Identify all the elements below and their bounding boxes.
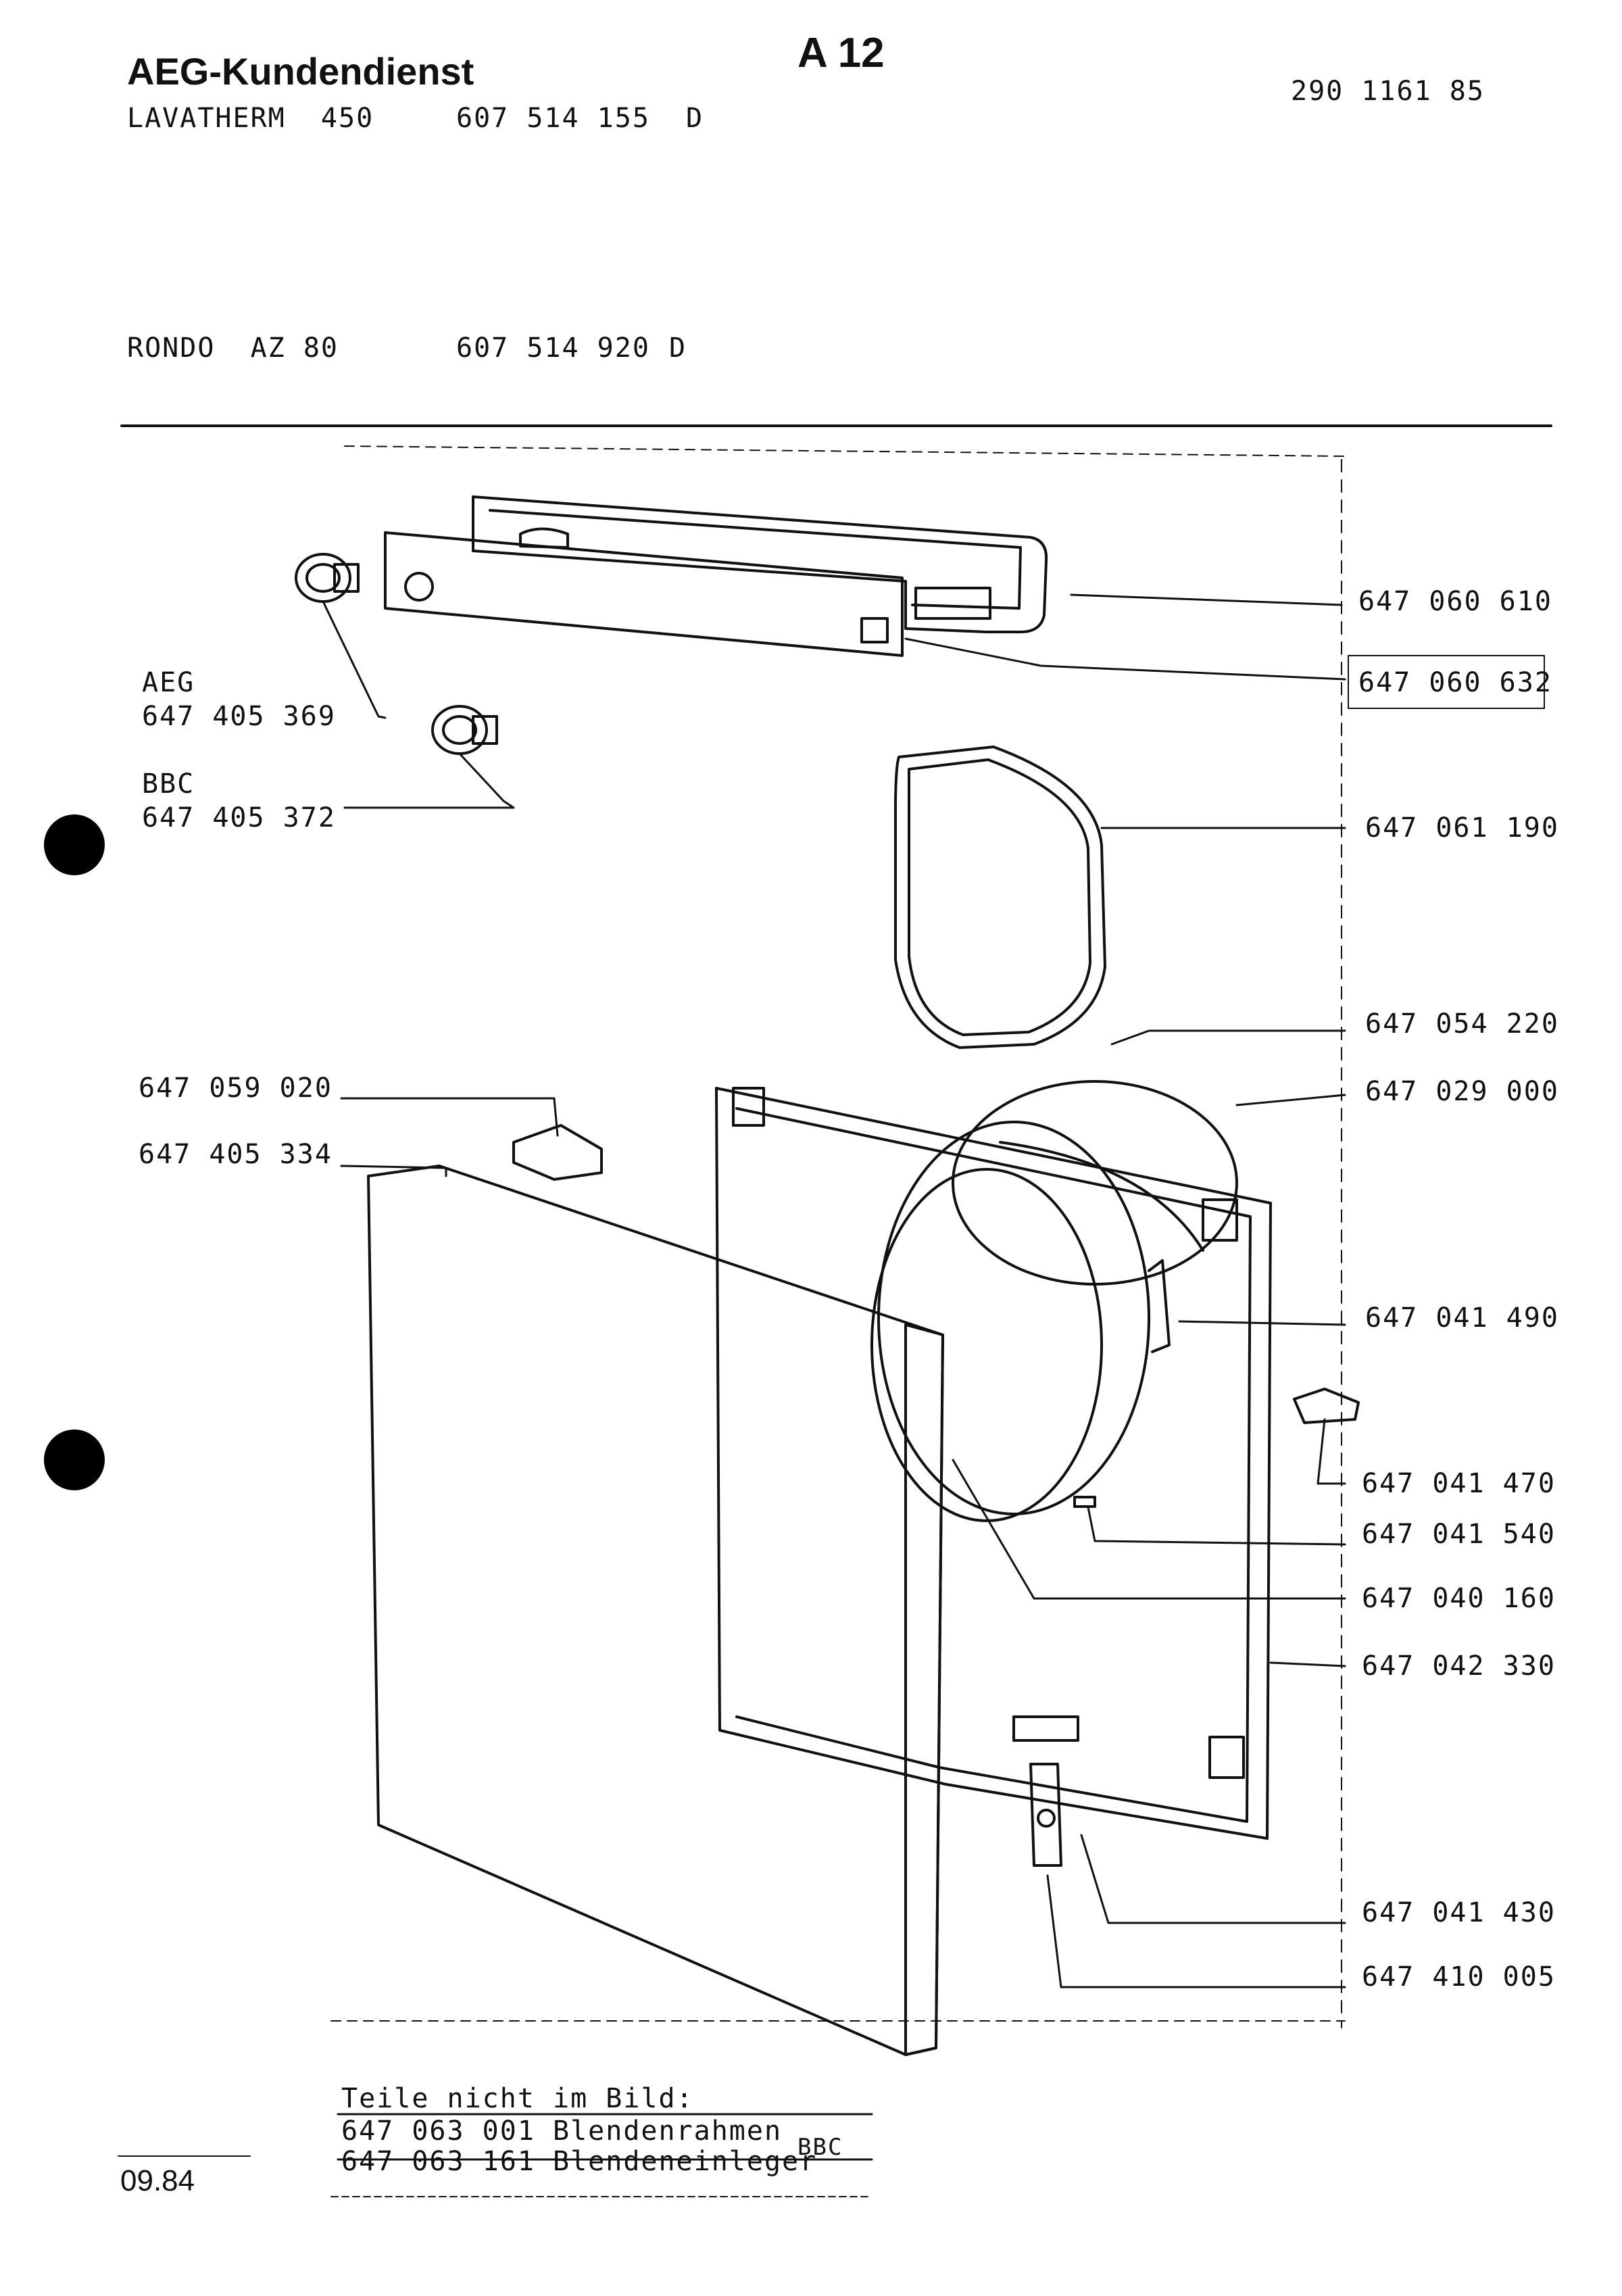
bracket-059-shape — [512, 1124, 603, 1181]
model1-suffix: D — [686, 103, 704, 134]
front-panel-number: 647 405 334 — [139, 1139, 333, 1170]
part-label: 647 054 220 — [1365, 1008, 1559, 1040]
part-label: 647 061 190 — [1365, 812, 1559, 844]
model2-name: RONDO AZ 80 — [127, 333, 339, 364]
leader-lines — [322, 593, 1346, 1988]
part-label: 647 041 540 — [1362, 1519, 1556, 1550]
knob-aeg-number: 647 405 369 — [142, 701, 336, 732]
hinge-005-shape — [1029, 1763, 1062, 1867]
binder-hole-bottom — [44, 1430, 105, 1490]
date-code: 09.84 — [120, 2164, 195, 2197]
not-shown-title: Teile nicht im Bild: — [341, 2083, 694, 2114]
model2-suffix: D — [669, 333, 687, 364]
knob-bbc-brand: BBC — [142, 768, 195, 800]
part-label: 647 042 330 — [1362, 1651, 1556, 1682]
knob-bbc-number: 647 405 372 — [142, 802, 336, 833]
not-shown-line1: 647 063 001 Blendenrahmen — [341, 2116, 783, 2147]
part-label: 647 041 430 — [1362, 1897, 1556, 1928]
part-label: 647 040 160 — [1362, 1583, 1556, 1614]
document-number: 290 1161 85 — [1291, 76, 1485, 107]
latch-470-shape — [1293, 1388, 1360, 1424]
part-label: 647 041 470 — [1362, 1468, 1556, 1499]
part-label: 647 041 490 — [1365, 1302, 1559, 1334]
front-door-panel — [367, 1165, 944, 2056]
knob-aeg-shape — [295, 553, 360, 603]
part-label: 647 029 000 — [1365, 1076, 1559, 1107]
part-label: 647 060 632 — [1358, 667, 1552, 698]
part-label: 647 060 610 — [1358, 586, 1552, 617]
door-seal-ring — [894, 746, 1106, 1049]
brand-title: AEG-Kundendienst — [127, 50, 474, 93]
drum — [870, 1080, 1238, 1522]
binder-hole-top — [44, 814, 105, 875]
model2-number: 607 514 920 — [456, 333, 650, 364]
bbc-note: BBC — [797, 2134, 843, 2161]
latch-430-shape — [1012, 1715, 1079, 1742]
part-label: 647 410 005 — [1362, 1961, 1556, 1993]
front-frame — [715, 1087, 1272, 1840]
knob-bbc-shape — [431, 705, 498, 755]
control-panel-cover — [384, 531, 904, 657]
knob-aeg-brand: AEG — [142, 667, 195, 698]
model1-number: 607 514 155 — [456, 103, 650, 134]
not-shown-line2: 647 063 161 Blendeneinleger — [341, 2146, 818, 2177]
control-panel-housing — [472, 495, 1048, 633]
bracket-number: 647 059 020 — [139, 1073, 333, 1104]
model1-name: LAVATHERM 450 — [127, 103, 374, 134]
page-code: A 12 — [797, 30, 885, 76]
